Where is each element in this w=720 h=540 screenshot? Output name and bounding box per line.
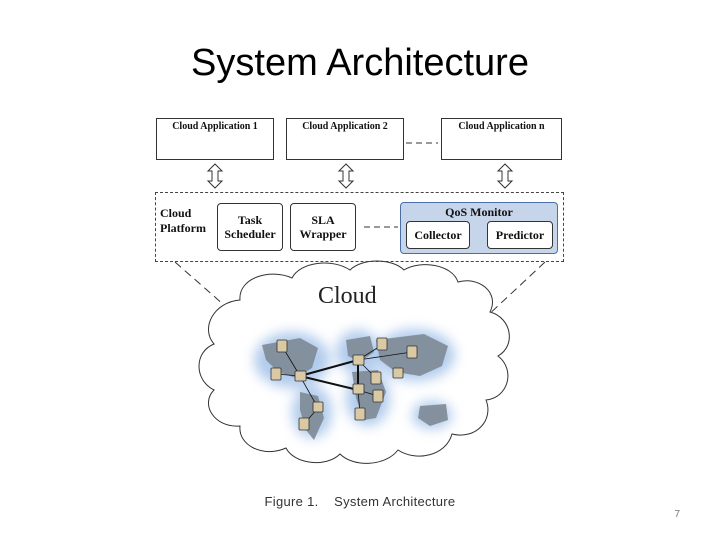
task-scheduler-box: Task Scheduler (217, 203, 283, 251)
sla-wrapper-box: SLA Wrapper (290, 203, 356, 251)
collector-label: Collector (414, 228, 462, 242)
predictor-box: Predictor (487, 221, 553, 249)
sla-wrapper-line2: Wrapper (299, 227, 347, 241)
app-1-label: Cloud Application 1 (172, 121, 258, 132)
cloud-label: Cloud (318, 283, 377, 309)
cloud-platform-label: Cloud Platform (160, 206, 206, 236)
server-icon (352, 354, 365, 366)
task-scheduler-line1: Task (237, 213, 263, 227)
figure-caption: Figure 1. System Architecture (264, 494, 456, 509)
server-icon (298, 417, 310, 431)
app-n-label: Cloud Application n (458, 121, 545, 132)
server-icon (294, 370, 307, 382)
slide-title: System Architecture (191, 42, 529, 84)
funnel-line-left (174, 261, 233, 313)
double-arrow-icon (496, 163, 514, 189)
sla-wrapper-line1: SLA (311, 213, 335, 227)
cloud-application-1-box: Cloud Application 1 (156, 118, 274, 160)
app-2-label: Cloud Application 2 (302, 121, 388, 132)
server-icon (276, 339, 288, 353)
qos-monitor-box: QoS Monitor Collector Predictor (400, 202, 558, 254)
predictor-label: Predictor (495, 228, 545, 242)
cloud-platform-container (155, 192, 564, 262)
page-number: 7 (674, 509, 680, 520)
server-icon (406, 345, 418, 359)
server-icon (312, 401, 324, 413)
server-icon (270, 367, 282, 381)
server-icon (352, 383, 365, 395)
collector-box: Collector (406, 221, 470, 249)
server-icon (354, 407, 366, 421)
app-platform-arrows (206, 163, 514, 189)
server-icon (372, 389, 384, 403)
cloud-application-2-box: Cloud Application 2 (286, 118, 404, 160)
cloud-application-n-box: Cloud Application n (441, 118, 562, 160)
server-icon (370, 371, 382, 385)
platform-label-line2: Platform (160, 221, 206, 235)
task-scheduler-line2: Scheduler (224, 227, 276, 241)
qos-monitor-label: QoS Monitor (445, 205, 513, 219)
funnel-line-right (484, 261, 546, 319)
server-nodes (270, 337, 418, 431)
server-icon (392, 367, 404, 379)
double-arrow-icon (337, 163, 355, 189)
platform-label-line1: Cloud (160, 206, 192, 220)
server-icon (376, 337, 388, 351)
double-arrow-icon (206, 163, 224, 189)
